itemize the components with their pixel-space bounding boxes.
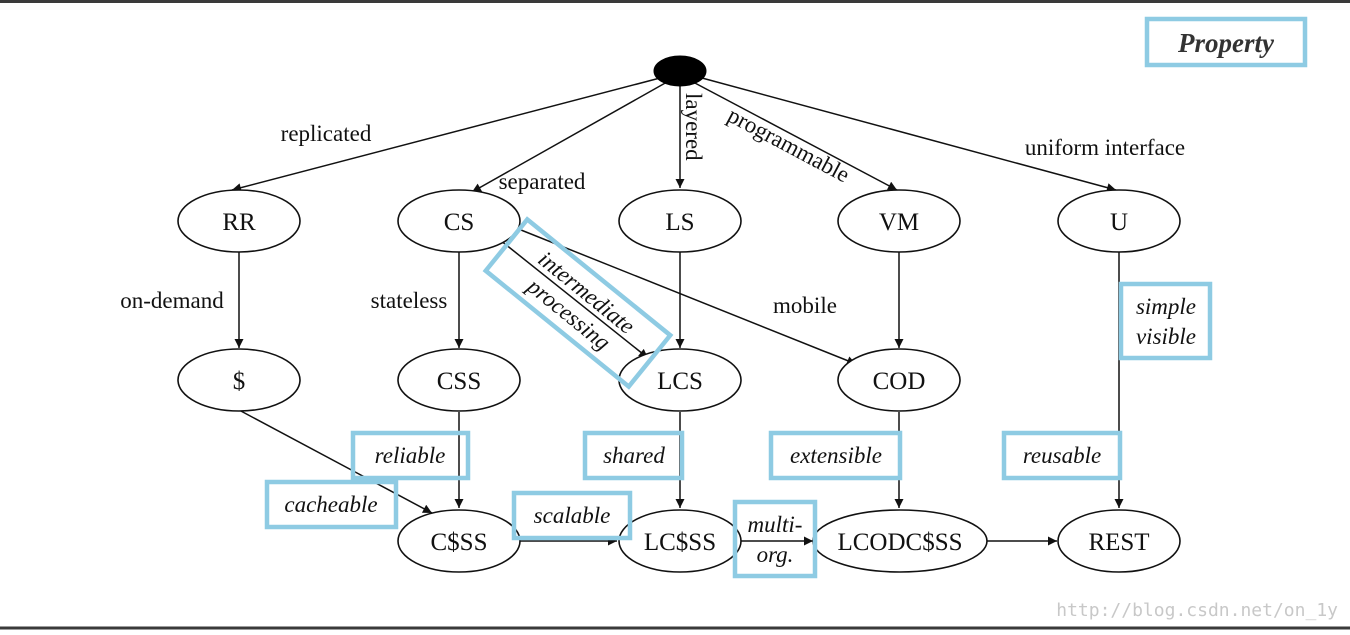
property-box bbox=[482, 216, 674, 390]
node-css-label: CSS bbox=[437, 368, 481, 395]
edge-cache-cdss bbox=[238, 409, 433, 514]
property-box-reusable bbox=[1001, 430, 1123, 481]
edge-cs-lcs bbox=[499, 239, 649, 359]
node-lcs-label: LCS bbox=[657, 368, 703, 395]
node-css bbox=[397, 348, 521, 412]
node-cod-label: COD bbox=[873, 368, 926, 395]
node-u-label: U bbox=[1110, 209, 1128, 236]
edges bbox=[231, 77, 1124, 546]
node-root bbox=[653, 55, 707, 87]
node-rr-label: RR bbox=[222, 209, 256, 236]
node-rest bbox=[1057, 509, 1181, 573]
node-cache bbox=[177, 348, 301, 412]
property-extensible-label: extensible bbox=[790, 443, 882, 468]
edge-label-on-demand: on-demand bbox=[120, 288, 224, 313]
edge-root-u bbox=[701, 77, 1117, 192]
property-box-multi-org bbox=[732, 499, 818, 579]
node-rest-label: REST bbox=[1088, 529, 1149, 556]
node-cs bbox=[397, 189, 521, 253]
node-lcdss bbox=[618, 509, 742, 573]
edge-label-replicated: replicated bbox=[281, 121, 372, 146]
edge-label-uniform-interface: uniform interface bbox=[1025, 135, 1185, 160]
node-vm-label: VM bbox=[879, 209, 919, 236]
property-box-shared bbox=[582, 430, 685, 481]
property-visible-label: visible bbox=[1136, 324, 1196, 349]
node-vm bbox=[837, 189, 961, 253]
edge-label-programmable: programmable bbox=[724, 102, 854, 187]
property-box-reliable bbox=[350, 430, 471, 481]
node-rr bbox=[177, 189, 301, 253]
node-cache-label: $ bbox=[233, 368, 246, 395]
edge-label-mobile: mobile bbox=[773, 293, 837, 318]
edge-root-vm bbox=[692, 81, 898, 191]
property-scalable-label: scalable bbox=[534, 503, 611, 528]
nodes: RR CS LS VM U $ CSS LCS COD C$SS LC$SS L… bbox=[177, 55, 1181, 573]
property-reliable-label: reliable bbox=[375, 443, 446, 468]
node-lcdss-label: LC$SS bbox=[644, 529, 716, 556]
node-lcodcdss-label: LCODC$SS bbox=[837, 529, 962, 556]
property-box-cacheable bbox=[264, 479, 399, 530]
legend: Property bbox=[1144, 16, 1308, 68]
property-box-extensible bbox=[768, 430, 903, 481]
legend-box bbox=[1144, 16, 1308, 68]
property-org-label: org. bbox=[757, 542, 794, 567]
property-box-scalable bbox=[511, 490, 633, 541]
node-ls-label: LS bbox=[665, 209, 694, 236]
edge-root-cs bbox=[471, 81, 668, 193]
property-cacheable-label: cacheable bbox=[284, 492, 377, 517]
node-cdss-label: C$SS bbox=[431, 529, 488, 556]
edge-label-layered: layered bbox=[681, 93, 706, 161]
node-cdss bbox=[397, 509, 521, 573]
node-cod bbox=[837, 348, 961, 412]
edge-label-stateless: stateless bbox=[371, 288, 448, 313]
property-shared-label: shared bbox=[603, 443, 665, 468]
node-cs-label: CS bbox=[444, 209, 475, 236]
legend-label: Property bbox=[1177, 28, 1275, 58]
edge-root-rr bbox=[231, 77, 661, 193]
node-ls bbox=[618, 189, 742, 253]
property-annotations: intermediate processing simple visible r… bbox=[264, 216, 1213, 579]
node-u bbox=[1057, 189, 1181, 253]
watermark: http://blog.csdn.net/on_1y bbox=[1056, 600, 1338, 621]
edge-label-separated: separated bbox=[499, 169, 586, 194]
edge-cs-cod bbox=[515, 227, 857, 365]
property-multi-label: multi- bbox=[748, 512, 803, 537]
property-box-simple-visible bbox=[1118, 281, 1213, 361]
property-simple-label: simple bbox=[1136, 294, 1196, 319]
property-reusable-label: reusable bbox=[1023, 443, 1101, 468]
